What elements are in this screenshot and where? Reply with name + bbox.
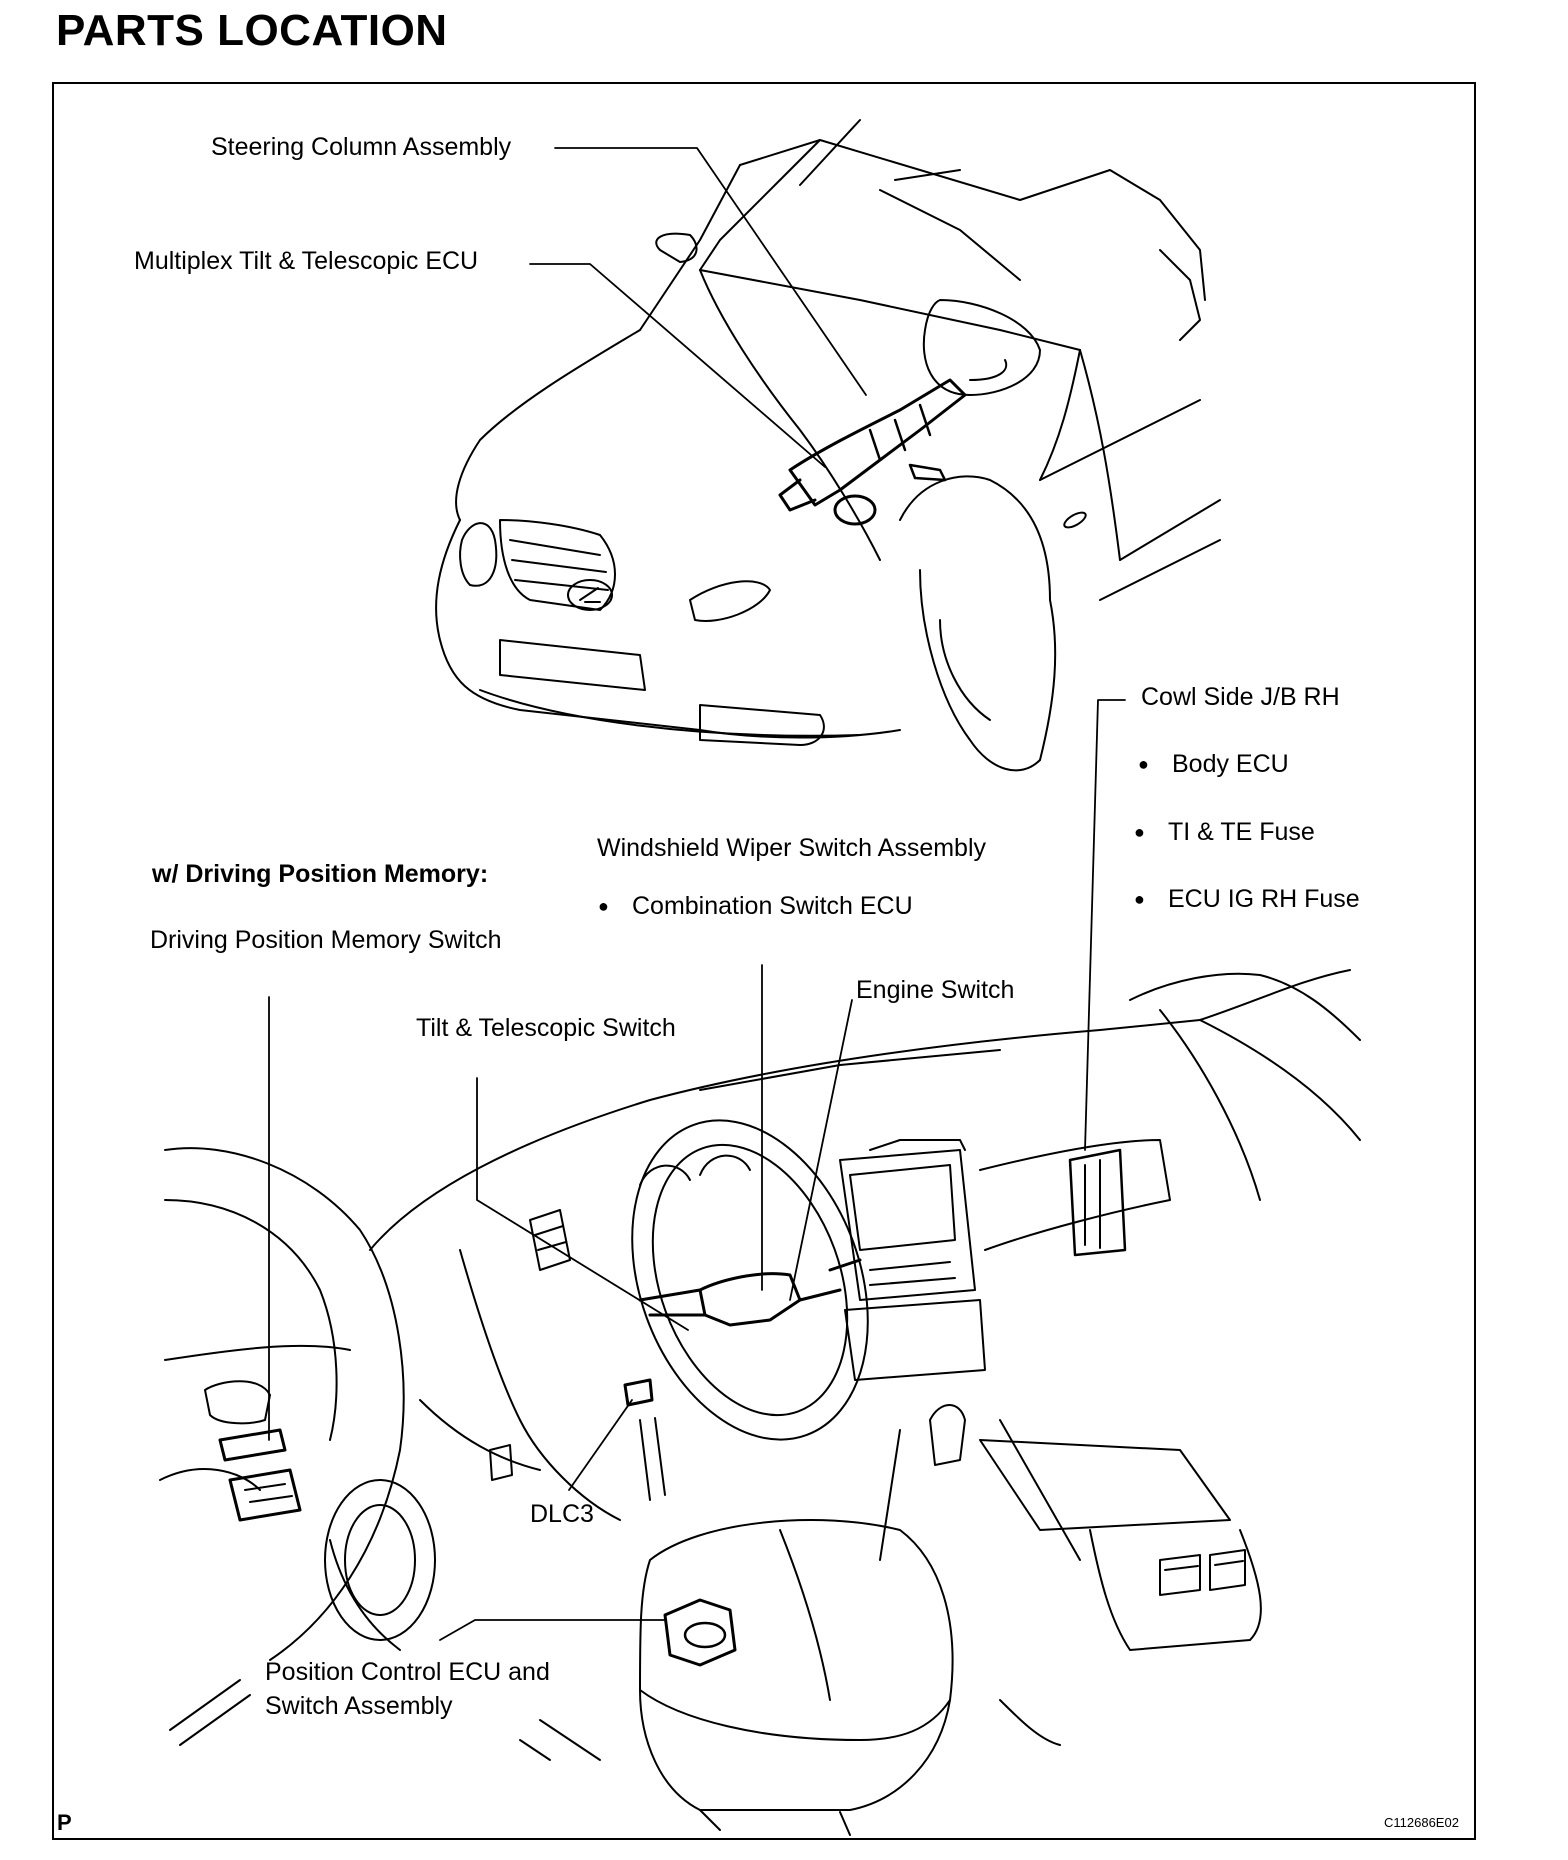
car-exterior-drawing [435, 119, 1221, 772]
car-interior-drawing [159, 969, 1361, 1836]
leader-steering-column [554, 147, 867, 396]
label-ti-te-fuse: TI & TE Fuse [1134, 818, 1315, 847]
label-multiplex-tilt-telescopic-ecu: Multiplex Tilt & Telescopic ECU [134, 247, 479, 275]
leader-dlc3 [568, 1399, 633, 1491]
label-dlc3: DLC3 [530, 1500, 594, 1528]
leader-tilt-switch [476, 1077, 689, 1331]
label-cowl-side-jb-rh: Cowl Side J/B RH [1141, 683, 1340, 711]
label-position-control-ecu-line1: Position Control ECU and [265, 1658, 550, 1686]
label-position-control-ecu-line2: Switch Assembly [265, 1692, 453, 1720]
diagram-frame [52, 82, 1476, 1840]
leader-lines [268, 147, 1126, 1641]
label-engine-switch: Engine Switch [856, 976, 1015, 1004]
leader-cowl-side-jb [1084, 699, 1126, 1151]
leader-position-ecu [439, 1619, 666, 1641]
label-combination-switch-ecu: Combination Switch ECU [598, 892, 913, 921]
leader-multiplex-ecu [529, 263, 826, 468]
page-marker: P [57, 1810, 72, 1835]
leader-engine-switch [789, 999, 853, 1301]
label-body-ecu: Body ECU [1138, 750, 1289, 779]
label-tilt-telescopic-switch: Tilt & Telescopic Switch [416, 1014, 676, 1042]
page-title: PARTS LOCATION [56, 6, 448, 55]
label-driving-position-memory-switch: Driving Position Memory Switch [150, 926, 502, 954]
label-ecu-ig-rh-fuse: ECU IG RH Fuse [1134, 885, 1360, 914]
label-steering-column-assembly: Steering Column Assembly [211, 133, 512, 161]
figure-code: C112686E02 [1384, 1815, 1459, 1830]
label-windshield-wiper-switch-assembly: Windshield Wiper Switch Assembly [597, 834, 987, 862]
label-dpm-header: w/ Driving Position Memory: [152, 860, 489, 888]
